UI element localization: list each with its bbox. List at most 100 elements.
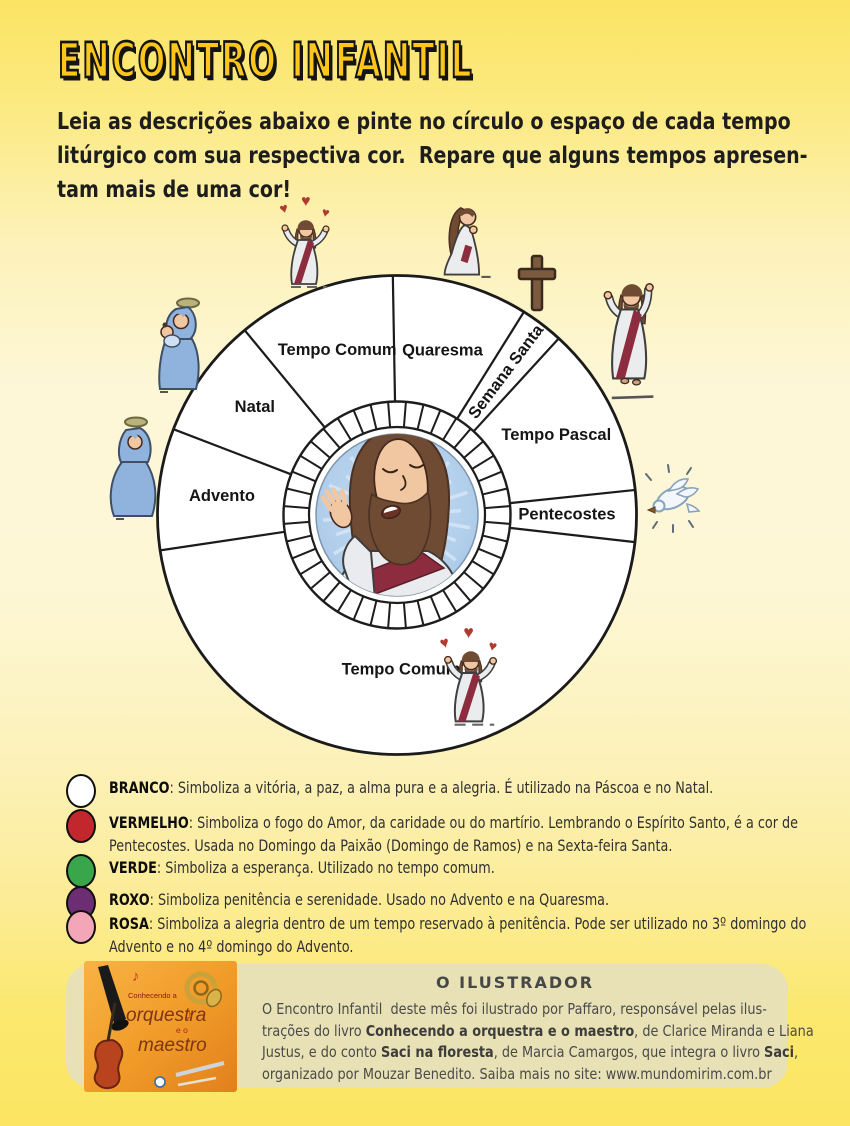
tick [482, 487, 508, 496]
legend-label: VERDE [109, 858, 157, 877]
intro-line: litúrgico com sua respectiva cor. Repare… [57, 141, 808, 169]
wheel-label: Tempo Pascal [501, 426, 611, 444]
tick [416, 404, 425, 430]
tick [369, 404, 378, 430]
wheel-label: Tempo Comum [342, 660, 461, 678]
legend-text: VERDE: Simboliza a esperança. Utilizado … [109, 858, 495, 877]
jesus-hearts-top-illustration: ♥ ♥ ♥ [278, 193, 331, 288]
legend-item-branco: BRANCO: Simboliza a vitória, a paz, a al… [66, 774, 850, 808]
mary-pregnant-illustration [109, 416, 157, 520]
illustrator-line: Justus, e do conto Saci na floresta, de … [262, 1043, 799, 1062]
legend-text: ROXO: Simboliza penitência e serenidade.… [109, 890, 610, 909]
book-cover: ♪ Conhecendo a orquestra e o maestro ♪ [84, 961, 237, 1092]
legend-item-verde: VERDE: Simboliza a esperança. Utilizado … [66, 854, 591, 888]
legend-swatch-verde [66, 854, 96, 888]
svg-text:♥: ♥ [438, 634, 451, 653]
tick [352, 409, 365, 435]
svg-text:♥: ♥ [301, 193, 311, 210]
tick-ring-inner [307, 425, 487, 605]
tick [453, 428, 472, 449]
legend-item-vermelho: VERMELHO: Simboliza o fogo do Amor, da c… [66, 809, 850, 857]
wheel-label: Quaresma [402, 342, 484, 360]
tick [299, 560, 323, 576]
wheel-label: Pentecostes [518, 505, 615, 523]
wheel-segment-divider [391, 275, 397, 402]
svg-text:♥: ♥ [463, 622, 473, 642]
wheel-segment-divider [472, 337, 560, 433]
tick [484, 520, 511, 525]
legend-swatch-vermelho [66, 809, 96, 843]
tick [482, 534, 508, 543]
tick [283, 520, 310, 525]
tick [286, 487, 312, 496]
tick [387, 602, 392, 629]
wheel-label: Tempo Comum [278, 341, 397, 359]
illustrator-paragraph: O Encontro Infantil deste mês foi ilustr… [262, 999, 814, 1085]
illustrator-line: organizado por Mouzar Benedito. Saiba ma… [262, 1064, 772, 1083]
tick [336, 417, 352, 441]
tick [322, 581, 341, 602]
tick [310, 440, 331, 459]
cover-line3: e o [176, 1025, 188, 1035]
dove-illustration [645, 464, 701, 533]
jesus-ascending-illustration [603, 283, 654, 400]
legend-label: ROXO [109, 890, 150, 909]
legend-swatch-branco [66, 774, 96, 808]
tick [442, 589, 458, 613]
wheel-label: Advento [189, 487, 255, 505]
cover-line4: maestro [138, 1035, 207, 1056]
tick [453, 581, 472, 602]
legend-text: ROSA: Simboliza a alegria dentro de um t… [109, 914, 807, 956]
wheel-segment-divider [456, 311, 525, 420]
legend-item-roxo: ROXO: Simboliza penitência e serenidade.… [66, 886, 734, 920]
cross-illustration [517, 254, 557, 312]
tick [286, 534, 312, 543]
tick [416, 600, 425, 626]
wheel-segment-divider [243, 329, 326, 429]
mary-baby-illustration [158, 297, 200, 393]
illustrator-box-title: O ILUSTRADOR [435, 973, 595, 992]
tick [336, 589, 352, 613]
cover-line1: Conhecendo a [128, 991, 178, 1000]
legend-swatch-rosa [66, 910, 96, 944]
legend-text: VERMELHO: Simboliza o fogo do Amor, da c… [109, 813, 799, 855]
cover-line2: orquestra [126, 1005, 206, 1026]
page-title: Encontro Infantil [57, 32, 474, 91]
praying-woman-illustration [443, 206, 491, 278]
intro-line: Leia as descrições abaixo e pinte no cír… [57, 107, 791, 135]
wheel-segment-divider [173, 428, 292, 476]
music-note-icon: ♪ [186, 1007, 193, 1022]
tick [463, 440, 484, 459]
tick [484, 505, 511, 510]
illustrator-line: trações do livro Conhecendo a orquestra … [262, 1021, 814, 1040]
tick [352, 595, 365, 621]
legend-label: BRANCO [109, 778, 170, 797]
wheel-segment-divider [509, 526, 636, 544]
legend-text: BRANCO: Simboliza a vitória, a paz, a al… [109, 778, 714, 797]
tick [369, 600, 378, 626]
tick [299, 454, 323, 470]
wheel-segment-divider [159, 530, 285, 552]
svg-text:♥: ♥ [278, 199, 290, 217]
svg-text:♥: ♥ [487, 638, 499, 655]
tick [291, 470, 317, 483]
tick [322, 428, 341, 449]
tick [477, 547, 503, 560]
tick [310, 571, 331, 590]
tick [477, 470, 503, 483]
svg-text:♥: ♥ [320, 204, 331, 220]
wheel-segment-divider [509, 488, 636, 505]
legend-item-rosa: ROSA: Simboliza a alegria dentro de um t… [66, 910, 850, 958]
intro-line: tam mais de uma cor! [57, 175, 292, 203]
legend-label: VERMELHO [109, 813, 189, 832]
tick [471, 454, 495, 470]
illustrator-line: O Encontro Infantil deste mês foi ilustr… [262, 1000, 767, 1018]
tick [402, 602, 407, 629]
intro-text: Leia as descrições abaixo e pinte no cír… [57, 104, 808, 206]
tick [387, 401, 392, 428]
music-note-icon: ♪ [132, 968, 140, 985]
wheel-label: Natal [235, 398, 275, 416]
tick [442, 417, 458, 441]
